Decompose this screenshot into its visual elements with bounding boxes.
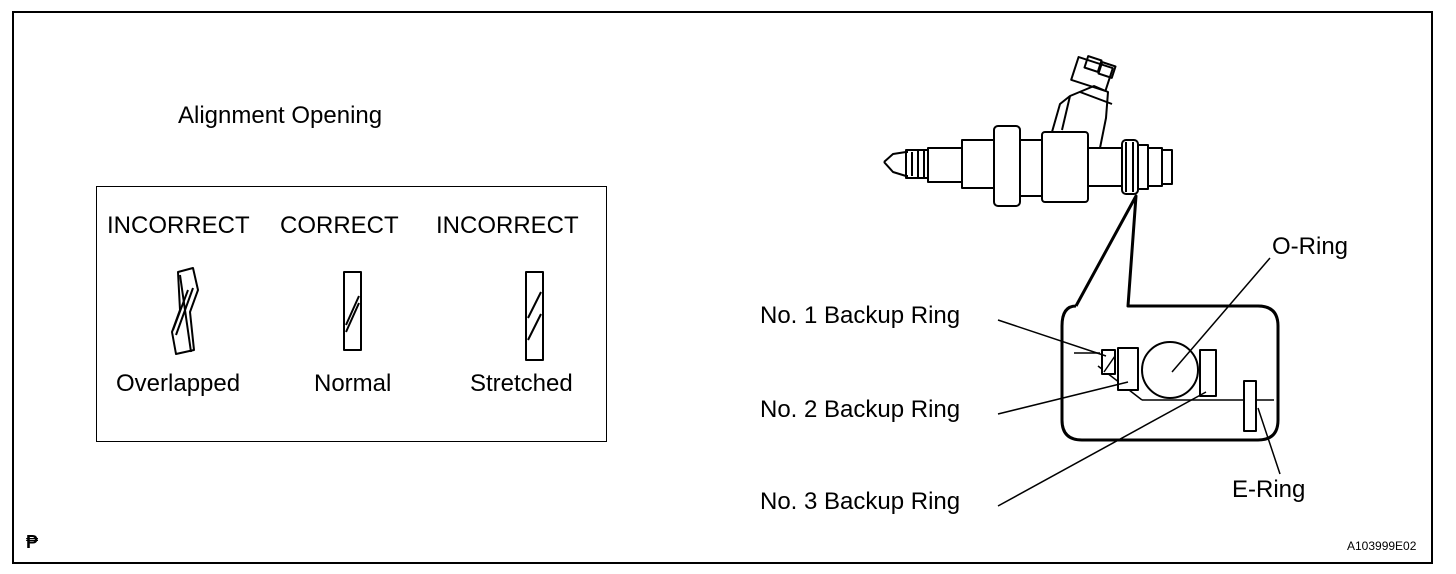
fuel-injector-illustration <box>883 55 1173 207</box>
alignment-panel <box>96 186 607 442</box>
heading-incorrect-right: INCORRECT <box>436 212 579 239</box>
backup-ring-1-shape <box>1101 349 1116 375</box>
caption-stretched: Stretched <box>470 370 573 397</box>
caption-overlapped: Overlapped <box>116 370 241 397</box>
ring-normal-illustration <box>343 271 362 351</box>
figure-id: A103999E02 <box>1347 539 1417 553</box>
label-backup-ring-2: No. 2 Backup Ring <box>760 396 961 423</box>
backup-ring-3-shape <box>1199 349 1217 397</box>
pencil-flag-icon: ₱ <box>26 532 39 552</box>
o-ring-shape <box>1141 341 1199 399</box>
alignment-title: Alignment Opening <box>178 102 383 129</box>
ring-stretched-illustration <box>525 271 544 361</box>
heading-correct: CORRECT <box>280 212 399 239</box>
heading-incorrect-left: INCORRECT <box>107 212 250 239</box>
label-backup-ring-3: No. 3 Backup Ring <box>760 488 961 515</box>
label-e-ring: E-Ring <box>1232 476 1306 503</box>
label-backup-ring-1: No. 1 Backup Ring <box>760 302 961 329</box>
ring-overlapped-illustration <box>171 267 199 355</box>
caption-normal: Normal <box>314 370 392 397</box>
backup-ring-2-shape <box>1117 347 1139 391</box>
label-o-ring: O-Ring <box>1272 233 1349 260</box>
figure-frame <box>12 11 1433 564</box>
e-ring-shape <box>1243 380 1257 432</box>
